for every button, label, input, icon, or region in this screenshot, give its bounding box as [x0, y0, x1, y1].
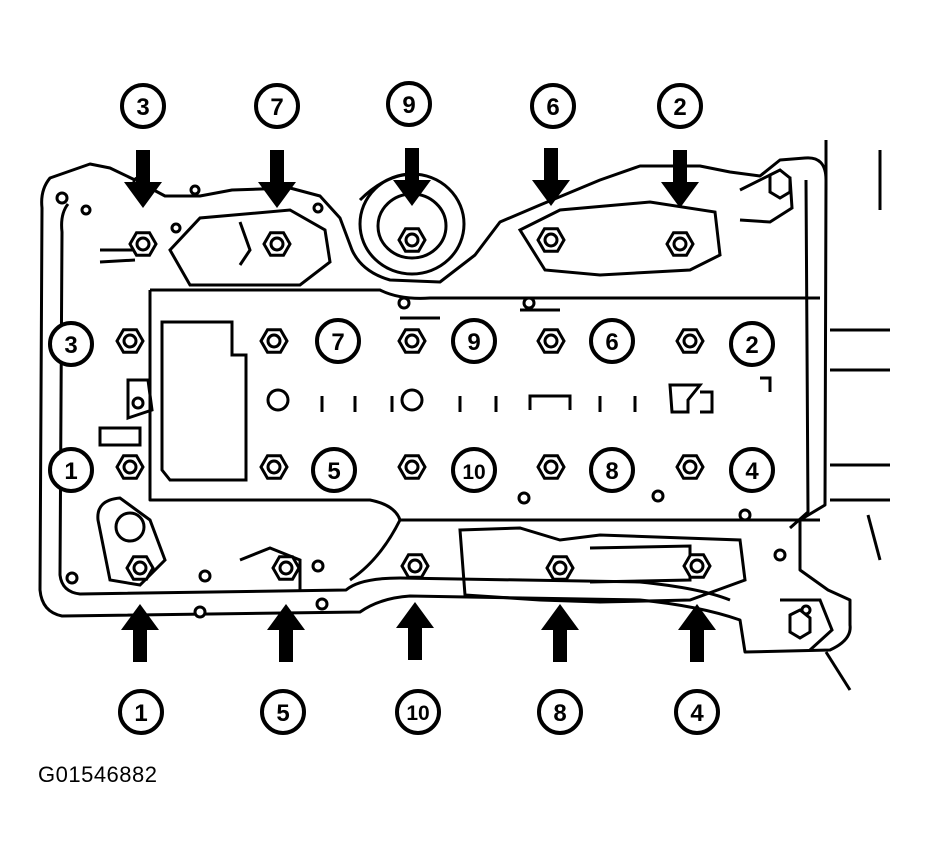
callout-bottom-5: 4 — [690, 700, 704, 727]
callout-left-upper: 3 — [64, 332, 77, 359]
bolt-top-7 — [262, 231, 292, 257]
callout-top-1: 3 — [136, 94, 149, 121]
mounting-holes — [55, 176, 812, 619]
bolt-top-6 — [536, 227, 566, 253]
bolt-bottom-5 — [271, 555, 301, 581]
callout-inner-lower-1: 5 — [327, 458, 340, 485]
bolt-inner-2 — [675, 328, 705, 354]
callout-inner-upper-1: 7 — [331, 329, 344, 356]
right-side-fittings — [768, 168, 812, 640]
bolt-inner-10 — [397, 454, 427, 480]
callout-top-3: 9 — [402, 92, 415, 119]
callout-inner-upper-4: 2 — [745, 332, 758, 359]
bolt-inner-8 — [536, 454, 566, 480]
arrow-down-2 — [661, 150, 699, 208]
bolt-inner-9 — [397, 328, 427, 354]
callout-bottom-2: 5 — [276, 700, 289, 727]
bolt-inner-6 — [536, 328, 566, 354]
bolt-bottom-10 — [400, 553, 430, 579]
callout-bottom-1: 1 — [134, 700, 147, 727]
oil-pan-outline — [38, 140, 890, 691]
bolt-top-9 — [397, 227, 427, 253]
bolt-bottom-1 — [125, 555, 155, 581]
bolt-bottom-4 — [682, 553, 712, 579]
arrow-down-6 — [532, 148, 570, 206]
callout-inner-lower-2: 10 — [462, 461, 485, 484]
arrow-up-1 — [121, 604, 159, 662]
bolt-bottom-8 — [545, 555, 575, 581]
bolt-top-2 — [665, 231, 695, 257]
callout-top-2: 7 — [270, 94, 283, 121]
callout-left-lower: 1 — [64, 458, 77, 485]
bolt-left-1 — [115, 454, 145, 480]
callout-bottom-3: 10 — [406, 702, 429, 725]
callout-top-5: 2 — [673, 94, 686, 121]
figure-code: G01546882 — [38, 762, 158, 787]
callout-inner-lower-3: 8 — [605, 458, 618, 485]
callout-inner-upper-3: 6 — [605, 329, 618, 356]
callout-inner-lower-4: 4 — [745, 458, 759, 485]
callout-circles — [48, 81, 775, 735]
arrow-up-10 — [396, 602, 434, 660]
arrow-down-7 — [258, 150, 296, 208]
callout-bottom-4: 8 — [553, 700, 566, 727]
bolt-top-3 — [128, 231, 158, 257]
bolt-left-3 — [115, 328, 145, 354]
arrow-up-8 — [541, 604, 579, 662]
callout-numbers: 3 7 9 6 2 3 1 7 9 6 2 5 10 8 4 1 5 10 8 … — [64, 92, 759, 727]
pan-inner-features — [98, 308, 772, 482]
bolt-inner-4 — [675, 454, 705, 480]
bolt-inner-5 — [259, 454, 289, 480]
callout-inner-upper-2: 9 — [467, 329, 480, 356]
bolt-inner-7 — [259, 328, 289, 354]
callout-top-4: 6 — [546, 94, 559, 121]
